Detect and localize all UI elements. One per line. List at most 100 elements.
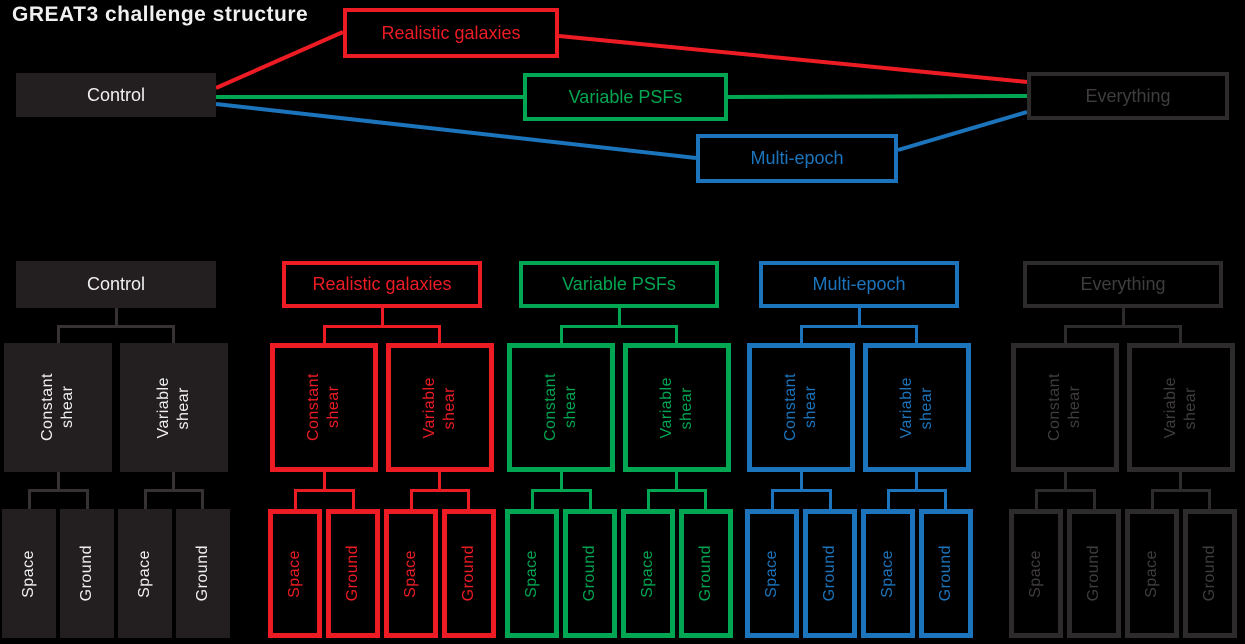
connector	[57, 472, 60, 492]
group-variable-psfs-header: Variable PSFs	[519, 261, 719, 308]
connector	[1151, 489, 1154, 509]
group-variable-psfs-space-box-1: Space	[505, 509, 559, 638]
ground-label: Ground	[581, 545, 598, 602]
connector	[57, 325, 175, 328]
connector	[323, 325, 441, 328]
connector	[915, 472, 918, 492]
connector	[294, 489, 297, 509]
connector	[589, 489, 592, 509]
connector	[887, 489, 947, 492]
ground-label: Ground	[78, 545, 95, 602]
connector	[675, 325, 678, 343]
top-box-variable-psfs: Variable PSFs	[523, 73, 728, 121]
connector	[1179, 325, 1182, 343]
space-label: Space	[136, 549, 153, 598]
connector	[829, 489, 832, 509]
connector	[201, 489, 204, 509]
group-control-space-box-1: Space	[2, 509, 56, 638]
group-control-header-label: Control	[86, 274, 146, 294]
top-box-multi-epoch-label: Multi-epoch	[750, 148, 844, 168]
group-realistic-galaxies-header: Realistic galaxies	[282, 261, 482, 308]
connector	[704, 489, 707, 509]
group-multi-epoch-ground-box-1: Ground	[803, 509, 857, 638]
connector	[172, 325, 175, 343]
connector	[1064, 472, 1067, 492]
connector	[858, 308, 861, 328]
connector	[800, 325, 918, 328]
top-box-variable-psfs-label: Variable PSFs	[568, 86, 683, 107]
ground-label: Ground	[194, 545, 211, 602]
space-label: Space	[286, 549, 303, 598]
space-label: Space	[523, 549, 540, 598]
space-label: Space	[20, 549, 37, 598]
connector	[467, 489, 470, 509]
group-control-space-box-2: Space	[118, 509, 172, 638]
connector	[172, 472, 175, 492]
top-box-everything-label: Everything	[1085, 85, 1171, 106]
group-control-ground-box-1: Ground	[60, 509, 114, 638]
ground-label: Ground	[937, 545, 954, 602]
space-label: Space	[1027, 549, 1044, 598]
group-realistic-galaxies-space-box-1: Space	[268, 509, 322, 638]
group-everything-space-box-2: Space	[1125, 509, 1179, 638]
top-box-multi-epoch: Multi-epoch	[696, 134, 898, 183]
connector	[771, 489, 832, 492]
connector	[323, 472, 326, 492]
connector	[410, 489, 470, 492]
group-variable-psfs-ground-box-1: Ground	[563, 509, 617, 638]
connector	[771, 489, 774, 509]
connector	[1179, 472, 1182, 492]
top-box-realistic-galaxies: Realistic galaxies	[343, 8, 559, 58]
connector	[531, 489, 592, 492]
connector	[86, 489, 89, 509]
top-box-control: Control	[16, 73, 216, 117]
connector	[144, 489, 147, 509]
connector	[323, 325, 326, 343]
connector	[675, 472, 678, 492]
space-label: Space	[879, 549, 896, 598]
group-variable-psfs-space-box-2: Space	[621, 509, 675, 638]
connector	[800, 325, 803, 343]
connector	[1151, 489, 1211, 492]
group-realistic-galaxies-header-label: Realistic galaxies	[312, 274, 452, 294]
space-label: Space	[763, 549, 780, 598]
group-everything-space-box-1: Space	[1009, 509, 1063, 638]
connector	[1093, 489, 1096, 509]
connector	[1064, 325, 1182, 328]
page-title: GREAT3 challenge structure	[12, 3, 309, 26]
space-label: Space	[1143, 549, 1160, 598]
connector	[560, 325, 678, 328]
connector	[381, 308, 384, 328]
group-everything-ground-box-2: Ground	[1183, 509, 1237, 638]
group-multi-epoch-space-box-1: Space	[745, 509, 799, 638]
group-variable-psfs-ground-box-2: Ground	[679, 509, 733, 638]
group-multi-epoch-space-box-2: Space	[861, 509, 915, 638]
connector	[915, 325, 918, 343]
space-label: Space	[639, 549, 656, 598]
connector	[647, 489, 650, 509]
connector	[144, 489, 204, 492]
ground-label: Ground	[821, 545, 838, 602]
connector	[1064, 325, 1067, 343]
connector	[800, 472, 803, 492]
group-realistic-galaxies-ground-box-1: Ground	[326, 509, 380, 638]
connector	[438, 325, 441, 343]
